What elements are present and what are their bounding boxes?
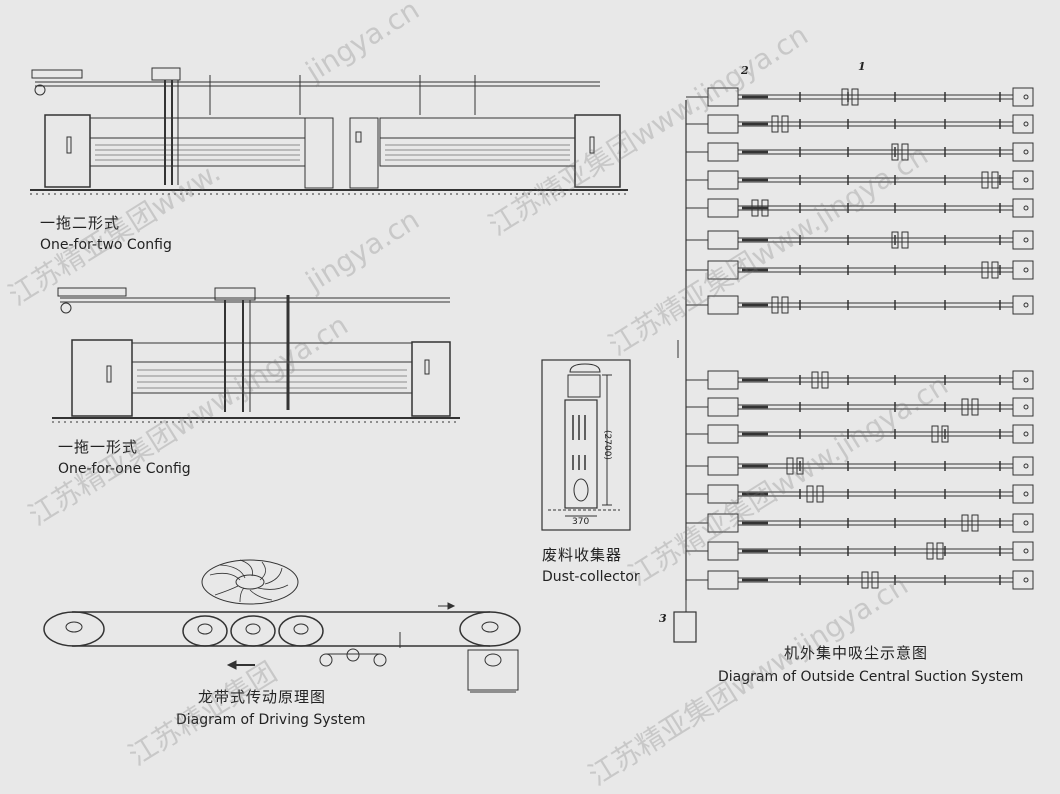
dust-collector-height-dim: (2700) xyxy=(602,430,612,460)
driving-system xyxy=(43,559,521,693)
suction-title-cn: 机外集中吸尘示意图 xyxy=(784,644,929,662)
dust-collector-title-cn: 废料收集器 xyxy=(542,546,623,564)
suction-title-en: Diagram of Outside Central Suction Syste… xyxy=(718,669,1024,685)
dust-collector-drawing xyxy=(541,359,631,531)
marker-2: 2 xyxy=(741,64,749,77)
one-for-one-title-en: One-for-one Config xyxy=(58,461,191,477)
one-for-two-title-cn: 一拖二形式 xyxy=(40,214,121,232)
one-for-two-title-en: One-for-two Config xyxy=(40,237,172,253)
marker-3: 3 xyxy=(659,612,667,625)
marker-1: 1 xyxy=(858,60,866,73)
suction-system xyxy=(673,87,1034,643)
driving-title-cn: 龙带式传动原理图 xyxy=(198,688,327,706)
one-for-one-machine xyxy=(52,287,460,423)
driving-title-en: Diagram of Driving System xyxy=(176,712,366,728)
one-for-two-machine xyxy=(30,67,628,195)
dust-collector-width-dim: 370 xyxy=(572,517,590,527)
one-for-one-title-cn: 一拖一形式 xyxy=(58,438,139,456)
technical-drawing xyxy=(30,67,1034,693)
dust-collector-title-en: Dust-collector xyxy=(542,569,640,585)
